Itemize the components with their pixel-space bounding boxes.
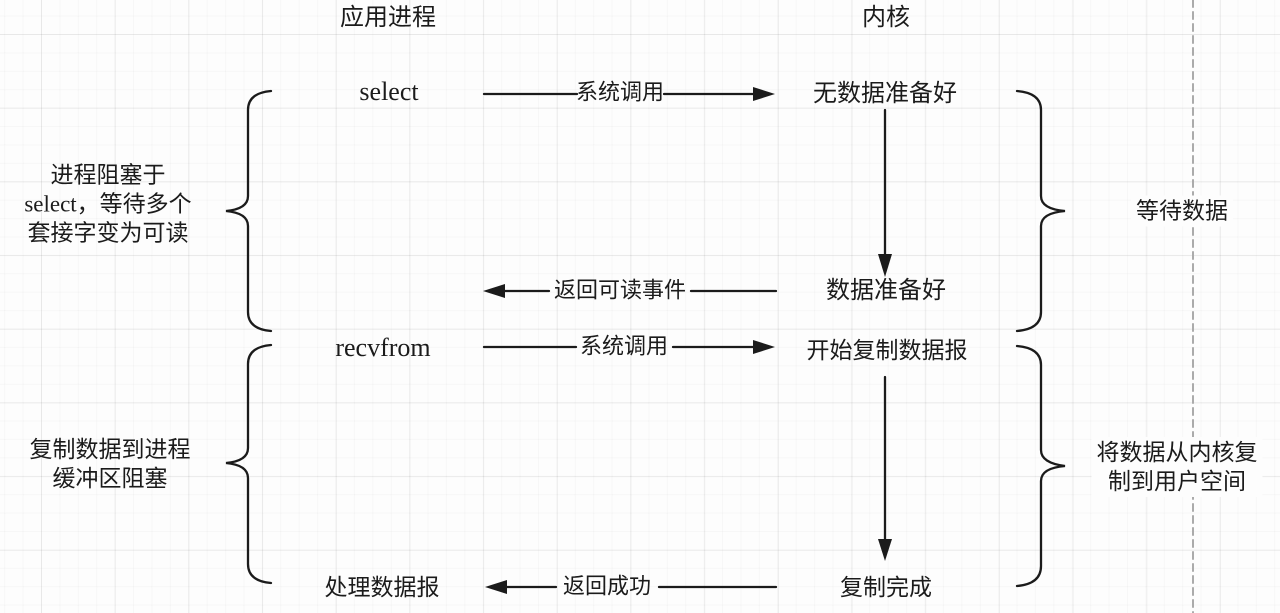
process-datagram-label: 处理数据报 — [324, 573, 440, 600]
start-copy-datagram-label: 开始复制数据报 — [806, 336, 968, 363]
syscall1-arrow-label: 系统调用 — [575, 79, 665, 105]
wait-for-data-note: 等待数据 — [1131, 195, 1233, 227]
data-ready-label: 数据准备好 — [826, 278, 946, 305]
copy-blocking-note-line1: 复制数据到进程 — [29, 437, 191, 462]
kernel-to-user-copy-note-line1: 将数据从内核复 — [1096, 440, 1258, 465]
wait-data-arrowhead-down-icon — [878, 254, 892, 277]
left-brace-top — [225, 89, 273, 333]
right-brace-bottom — [1015, 344, 1066, 588]
syscall2-arrowhead-right-icon — [753, 340, 775, 354]
kernel-to-user-copy-note: 将数据从内核复 制到用户空间 — [1091, 437, 1263, 497]
select-call-label: select — [359, 77, 419, 107]
recvfrom-call-label: recvfrom — [335, 333, 431, 363]
syscall1-arrowhead-right-icon — [753, 87, 775, 101]
copy-arrowhead-down-icon — [878, 539, 892, 561]
syscall2-arrow-label: 系统调用 — [579, 333, 669, 359]
blocked-on-select-note-line2: select，等待多个 — [24, 191, 192, 217]
return-readable-arrowhead-left-icon — [483, 284, 505, 298]
app-process-header: 应用进程 — [340, 5, 436, 32]
no-data-ready-label: 无数据准备好 — [813, 81, 957, 108]
kernel-header: 内核 — [862, 5, 910, 32]
return-readable-arrow-label: 返回可读事件 — [553, 277, 687, 303]
kernel-to-user-copy-note-line2: 制到用户空间 — [1108, 469, 1246, 494]
blocked-on-select-note-line1: 进程阻塞于 — [50, 162, 166, 188]
blocked-on-select-note: 进程阻塞于 select，等待多个 套接字变为可读 — [24, 161, 191, 248]
right-brace-top — [1015, 89, 1066, 333]
copy-complete-label: 复制完成 — [840, 573, 932, 600]
blocked-on-select-note-line3: 套接字变为可读 — [27, 220, 189, 246]
return-success-arrowhead-left-icon — [485, 580, 507, 594]
left-brace-bottom — [225, 343, 273, 585]
copy-blocking-note: 复制数据到进程 缓冲区阻塞 — [30, 435, 191, 493]
return-success-arrow-label: 返回成功 — [562, 573, 652, 599]
copy-blocking-note-line2: 缓冲区阻塞 — [52, 466, 168, 491]
